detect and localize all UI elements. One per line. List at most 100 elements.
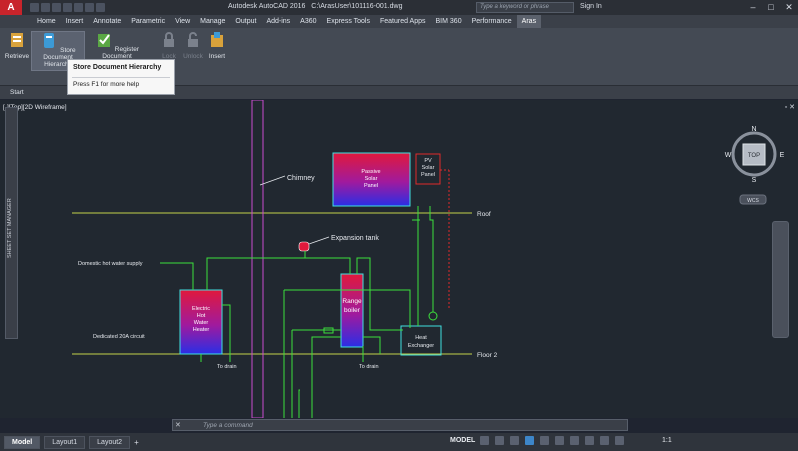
heat-exchanger-pump [428, 311, 438, 321]
viewport-controls-label[interactable]: [-][Top][2D Wireframe] [3, 104, 67, 111]
plot-icon[interactable] [74, 3, 83, 12]
label-dedicated-circuit: Dedicated 20A circuit [93, 334, 145, 340]
search-input[interactable]: Type a keyword or phrase [476, 2, 574, 13]
window-controls: – □ ✕ [746, 1, 796, 13]
application-menu-button[interactable]: A [0, 0, 22, 15]
label-passive-solar-2: Solar [365, 176, 378, 182]
selection-cycling-icon[interactable] [600, 436, 609, 445]
label-passive-solar-3: Panel [364, 183, 378, 189]
redo-icon[interactable] [96, 3, 105, 12]
tab-aras[interactable]: Aras [516, 15, 542, 28]
close-icon[interactable]: ✕ [785, 2, 793, 12]
add-layout-icon[interactable]: + [134, 437, 139, 447]
unlock-button[interactable]: Unlock [181, 31, 205, 60]
tab-annotate[interactable]: Annotate [93, 18, 122, 25]
label-heat-2: Exchanger [408, 343, 434, 349]
command-input[interactable]: Type a command [203, 421, 253, 429]
quick-access-toolbar [30, 3, 105, 12]
compass-s: S [752, 177, 757, 184]
label-roof: Roof [477, 211, 491, 218]
lineweight-icon[interactable] [570, 436, 579, 445]
minimize-icon[interactable]: – [750, 2, 756, 12]
tab-bim-360[interactable]: BIM 360 [435, 18, 462, 25]
title-bar: A Autodesk AutoCAD 2016 C:\ArasUser\1011… [0, 0, 798, 15]
grid-icon[interactable] [480, 436, 489, 445]
electric-water-heater [179, 289, 223, 355]
command-line[interactable]: ✕ Type a command [172, 419, 628, 431]
compass-n: N [751, 126, 756, 133]
piping [160, 206, 434, 418]
tooltip-hint: Press F1 for more help [73, 81, 140, 88]
tab-featured-apps[interactable]: Featured Apps [379, 18, 426, 25]
label-to-drain-2: To drain [359, 364, 379, 370]
otrack-icon[interactable] [555, 436, 564, 445]
snap-icon[interactable] [495, 436, 504, 445]
pv-solar-panel [415, 153, 441, 185]
valve [323, 327, 334, 334]
label-domestic-hot-water: Domestic hot water supply [78, 261, 143, 267]
label-passive-solar-1: Passive [361, 169, 380, 175]
tab-add-ins[interactable]: Add-ins [266, 18, 291, 25]
open-icon[interactable] [41, 3, 50, 12]
label-pv-2: Solar [422, 165, 435, 171]
status-toggles [480, 436, 624, 445]
label-floor2: Floor 2 [477, 352, 498, 359]
insert-icon [211, 32, 223, 47]
retrieve-icon [11, 33, 23, 47]
save-icon[interactable] [52, 3, 61, 12]
save-as-icon[interactable] [63, 3, 72, 12]
tab-output[interactable]: Output [235, 18, 257, 25]
lock-icon [164, 32, 174, 47]
label-range-1: Range [342, 298, 362, 305]
model-space-toggle[interactable]: MODEL [450, 437, 476, 444]
tab-model[interactable]: Model [4, 435, 41, 449]
chimney-leader [259, 175, 286, 186]
hierarchy-icon [44, 33, 55, 48]
viewport-close-icon[interactable]: ▫ ✕ [784, 104, 795, 111]
label-heat-1: Heat [415, 335, 427, 341]
label-electric-4: Heater [193, 327, 210, 333]
window-title: Autodesk AutoCAD 2016 C:\ArasUser\101116… [228, 3, 403, 10]
tab-performance[interactable]: Performance [471, 18, 512, 25]
tab-layout2[interactable]: Layout2 [89, 435, 131, 449]
tab-express-tools[interactable]: Express Tools [326, 18, 370, 25]
tab-layout1[interactable]: Layout1 [44, 435, 86, 449]
tab-a360[interactable]: A360 [300, 18, 317, 25]
tab-insert[interactable]: Insert [65, 18, 84, 25]
sheet-set-manager-palette[interactable]: SHEET SET MANAGER [5, 107, 18, 339]
osnap-icon[interactable] [540, 436, 549, 445]
insert-button[interactable]: Insert [206, 31, 228, 60]
tab-home[interactable]: Home [37, 18, 56, 25]
tab-manage[interactable]: Manage [200, 18, 226, 25]
annotation-scale[interactable]: 1:1 [662, 437, 672, 444]
retrieve-button[interactable]: Retrieve [3, 31, 31, 60]
ribbon-tabs: Home Insert Annotate Parametric View Man… [0, 15, 798, 28]
lock-button[interactable]: Lock [158, 31, 180, 60]
navigation-bar[interactable] [772, 221, 789, 338]
undo-icon[interactable] [85, 3, 94, 12]
chimney [251, 100, 264, 418]
start-tab[interactable]: Start [10, 89, 24, 96]
new-icon[interactable] [30, 3, 39, 12]
command-close-icon[interactable]: ✕ [175, 422, 181, 429]
label-pv-1: PV [424, 158, 432, 164]
viewcube[interactable]: TOP N S E W WCS [725, 126, 785, 205]
ortho-icon[interactable] [510, 436, 519, 445]
tab-parametric[interactable]: Parametric [131, 18, 166, 25]
document-tab-row [0, 86, 798, 99]
compass-e: E [780, 152, 785, 159]
heat-exchanger [400, 325, 442, 356]
transparency-icon[interactable] [585, 436, 594, 445]
polar-icon[interactable] [525, 436, 534, 445]
expansion-leader [308, 236, 330, 245]
maximize-icon[interactable]: □ [768, 2, 774, 12]
passive-solar-panel [332, 152, 411, 207]
annotation-icon[interactable] [615, 436, 624, 445]
tab-view[interactable]: View [175, 18, 191, 25]
cad-drawing: Chimney Roof Floor 2 Expansion tank Dome… [72, 100, 785, 418]
register-document-button[interactable]: Register Document [87, 31, 147, 60]
expansion-tank [298, 241, 310, 252]
label-electric-2: Hot [197, 313, 206, 319]
range-boiler [340, 273, 364, 348]
sign-in-button[interactable]: Sign In [580, 3, 602, 10]
